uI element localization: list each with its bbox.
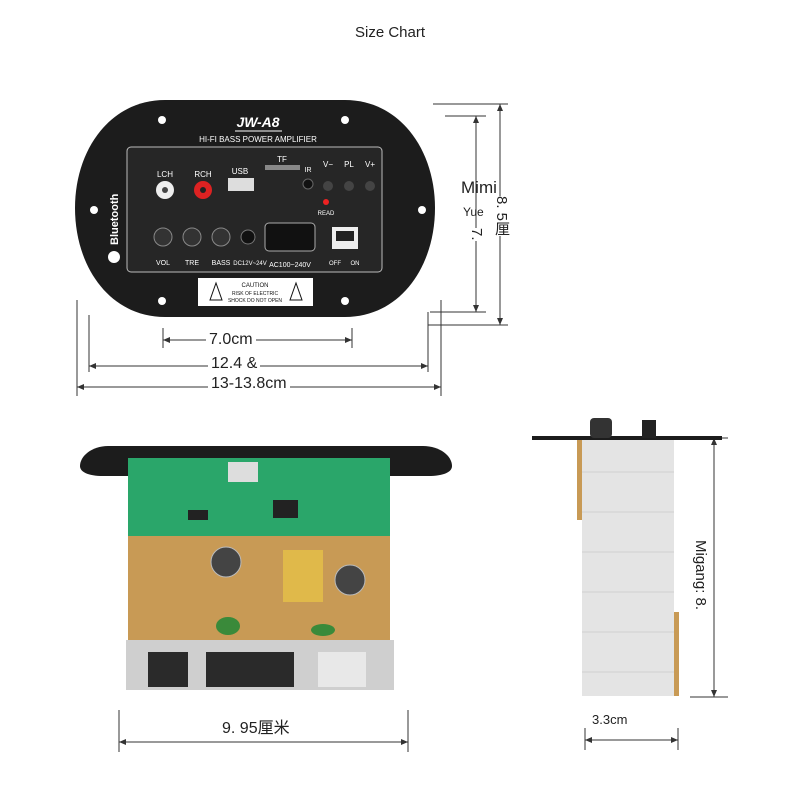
amplifier-side-photo	[532, 418, 722, 696]
height-label-small: Yue	[463, 205, 484, 219]
model-label: JW-A8	[236, 114, 279, 130]
brand-label: Bluetooth	[109, 193, 121, 245]
usb-label: USB	[232, 167, 248, 176]
tf-slot	[265, 165, 300, 170]
tre-knob	[182, 227, 202, 247]
caution-title: CAUTION	[242, 283, 269, 289]
tf-label: TF	[277, 155, 287, 164]
amplifier-front-panel: JW-A8 HI-FI BASS POWER AMPLIFIER Bluetoo…	[75, 100, 435, 317]
tre-label: TRE	[185, 260, 199, 267]
lch-label: LCH	[157, 170, 173, 179]
width-mid-label: 12.4 &	[208, 355, 261, 373]
bass-label: BASS	[212, 260, 231, 267]
board-width-label: 9. 95厘米	[222, 720, 290, 737]
side-heatsink	[582, 440, 674, 696]
on-label: ON	[351, 261, 360, 267]
caution-line2: SHOCK DO NOT OPEN	[228, 298, 282, 304]
vol-knob	[153, 227, 173, 247]
caution-line1: RISK OF ELECTRIC	[232, 291, 279, 297]
read-led	[323, 199, 329, 205]
vplus-button	[365, 181, 375, 191]
mount-hole	[341, 297, 349, 305]
mount-hole	[158, 297, 166, 305]
width-inner-label: 7.0cm	[206, 331, 256, 349]
ac-label: AC100~240V	[269, 262, 311, 269]
warning-icon	[209, 281, 223, 301]
height-label-top: Mimi	[461, 178, 497, 197]
side-front-plate	[532, 436, 722, 440]
pl-label: PL	[344, 160, 354, 169]
ac-socket	[264, 222, 316, 252]
bass-knob	[211, 227, 231, 247]
amplifier-board-photo	[80, 446, 452, 690]
capacitor	[334, 564, 366, 596]
ir-sensor	[302, 178, 314, 190]
mount-hole	[341, 116, 349, 124]
subtitle-label: HI-FI BASS POWER AMPLIFIER	[199, 135, 317, 144]
width-outer-label: 13-13.8cm	[208, 375, 290, 393]
warning-icon	[289, 281, 303, 301]
mount-hole	[158, 116, 166, 124]
ir-label: IR	[305, 167, 312, 174]
height-outer-label: 8. 5厘	[491, 196, 512, 237]
vminus-label: V−	[323, 160, 333, 169]
usb-port	[228, 178, 254, 191]
pcb-module	[128, 458, 390, 536]
bluetooth-icon	[108, 251, 120, 263]
vminus-button	[323, 181, 333, 191]
read-label: READ	[318, 211, 335, 217]
page-title: Size Chart	[354, 24, 426, 41]
transformer	[283, 550, 323, 602]
rch-label: RCH	[194, 170, 212, 179]
caution-sticker	[198, 278, 313, 306]
side-height-label: Migang: 8.	[692, 540, 709, 611]
mount-hole	[418, 206, 426, 214]
off-label: OFF	[329, 261, 341, 267]
vol-label: VOL	[156, 260, 170, 267]
mount-hole	[90, 206, 98, 214]
side-depth-label: 3.3cm	[592, 712, 628, 727]
dc-jack	[240, 229, 256, 245]
vplus-label: V+	[365, 160, 375, 169]
pl-button	[344, 181, 354, 191]
height-inner-label: 7.	[468, 228, 485, 241]
dc-label: DC12V~24V	[233, 261, 267, 267]
capacitor	[210, 546, 242, 578]
